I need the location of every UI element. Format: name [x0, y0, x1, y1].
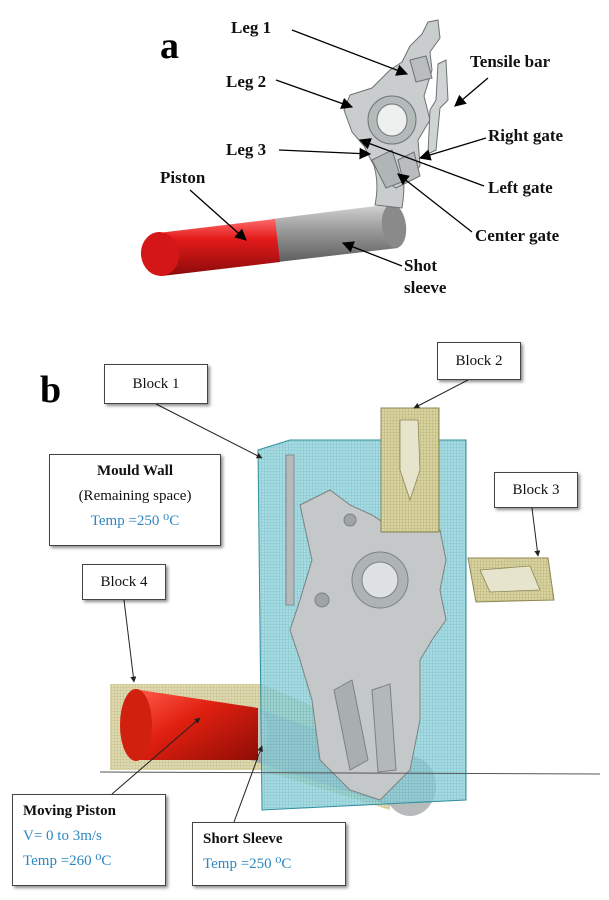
leg2-label: Leg 2	[226, 72, 267, 91]
leg3-leader	[278, 147, 372, 160]
moving-piston-temp: Temp =260 ⁰C	[23, 853, 112, 869]
moving-piston-box: Moving Piston V= 0 to 3m/s Temp =260 ⁰C	[12, 794, 166, 886]
casting-part-b	[289, 489, 447, 801]
block2-mesh	[380, 407, 440, 533]
block4-label: Block 4	[100, 574, 148, 590]
mould-wall-box: Mould Wall (Remaining space) Temp =250 ⁰…	[49, 454, 221, 546]
block1-leader	[155, 403, 263, 459]
shot-sleeve-cylinder	[272, 204, 407, 262]
casting-part-a	[343, 19, 441, 209]
leg3-label: Leg 3	[226, 140, 267, 159]
moving-piston-velocity: V= 0 to 3m/s	[23, 828, 102, 844]
block1-box: Block 1	[104, 364, 208, 404]
tensile-bar-label: Tensile bar	[470, 52, 551, 71]
panel-b-letter: b	[40, 369, 62, 411]
block3-leader	[531, 507, 541, 557]
right-gate-leader	[418, 137, 487, 161]
short-sleeve-box: Short Sleeve Temp =250 ⁰C	[192, 822, 346, 886]
moving-piston-leader	[111, 717, 201, 795]
center-gate-leader	[397, 173, 473, 233]
block1-bar	[285, 454, 295, 606]
panel-a-letter: a	[160, 25, 179, 67]
block3-mesh	[467, 557, 555, 603]
piston-leader	[189, 189, 247, 241]
center-gate-label: Center gate	[475, 226, 560, 245]
shot-sleeve-label-line1: Shot	[404, 256, 438, 275]
block4-box: Block 4	[82, 564, 166, 600]
leg1-label: Leg 1	[231, 18, 272, 37]
mould-wall-temp: Temp =250 ⁰C	[90, 513, 180, 529]
leg1-leader	[291, 29, 409, 76]
tensile-bar-leader	[454, 77, 489, 107]
shot-sleeve-leader	[341, 241, 403, 267]
block4-leader	[123, 599, 137, 683]
left-gate-leader	[358, 138, 485, 187]
mould-wall-subtitle: (Remaining space)	[78, 488, 192, 504]
block2-leader	[413, 379, 469, 409]
short-sleeve-title: Short Sleeve	[203, 831, 283, 847]
block3-box: Block 3	[494, 472, 578, 508]
panel-b-drawing	[99, 379, 601, 823]
block3-label: Block 3	[512, 482, 560, 498]
block1-label: Block 1	[132, 376, 180, 392]
leg2-leader	[275, 79, 354, 109]
piston-cylinder	[140, 219, 280, 276]
short-sleeve-temp: Temp =250 ⁰C	[203, 856, 292, 872]
right-gate-label: Right gate	[488, 126, 564, 145]
moving-piston-title: Moving Piston	[23, 803, 116, 819]
shot-sleeve-label-line2: sleeve	[404, 278, 447, 297]
piston-label: Piston	[160, 168, 206, 187]
tensile-bar	[427, 59, 449, 155]
panel-a-drawing	[140, 19, 489, 276]
block2-box: Block 2	[437, 342, 521, 380]
section-line	[99, 771, 601, 775]
moving-piston-cylinder	[120, 689, 258, 761]
short-sleeve-leader	[233, 745, 263, 823]
block2-label: Block 2	[455, 353, 503, 369]
left-gate-label: Left gate	[488, 178, 553, 197]
mould-wall-title: Mould Wall	[97, 463, 173, 479]
